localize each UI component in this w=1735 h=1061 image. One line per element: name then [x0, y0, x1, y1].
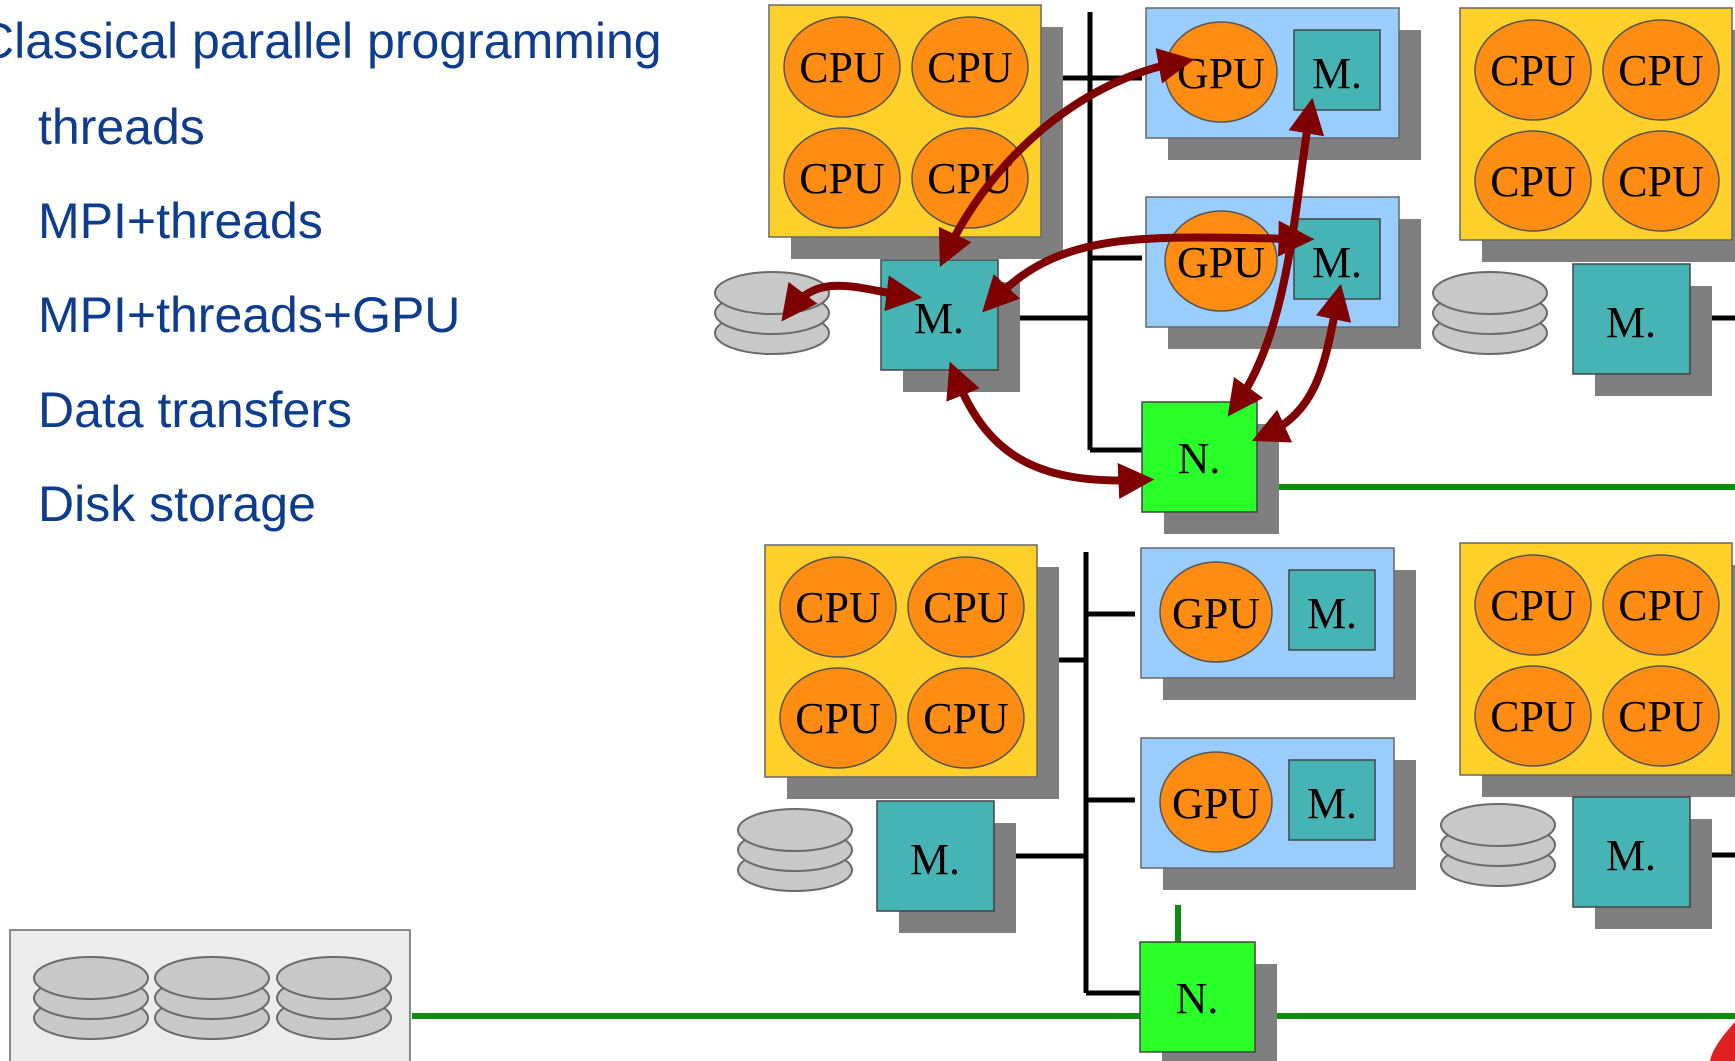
gpu-memory	[1293, 29, 1381, 111]
cpu-board-top-right: CPU CPU CPU CPU	[1459, 7, 1735, 262]
disk-bottom-right	[1440, 803, 1556, 887]
cpu-label: CPU	[927, 154, 1013, 203]
cpu-core	[1602, 554, 1720, 656]
cpu-core	[1602, 130, 1720, 232]
cpu-core	[907, 556, 1025, 658]
cpu-label: CPU	[799, 154, 885, 203]
memory-box	[1572, 796, 1691, 908]
cpu-label: CPU	[1618, 46, 1704, 95]
disk-top-left	[714, 271, 830, 355]
transfer-arrow-memory-network	[946, 361, 1155, 499]
cpu-core	[783, 127, 901, 229]
bullet-mpi-threads: MPI+threads	[38, 193, 323, 249]
gpu-label: GPU	[1177, 49, 1265, 98]
storage-disk-3	[276, 956, 392, 1040]
transfer-arrow-gpu2-network	[1251, 283, 1352, 443]
gpu-chip	[1159, 751, 1273, 853]
cpu-board-top-left: CPU CPU CPU CPU	[768, 4, 1063, 259]
gpu-memory	[1288, 759, 1376, 841]
memory-bottom-right: M.	[1572, 796, 1712, 929]
memory-label: M.	[1606, 298, 1656, 347]
cpu-core	[779, 556, 897, 658]
cpu-core	[1474, 130, 1592, 232]
disk-bottom-left	[737, 808, 853, 892]
disk-platter	[1440, 803, 1556, 847]
storage-disk-1	[33, 956, 149, 1040]
cpu-core	[1474, 554, 1592, 656]
gpu-memory-label: M.	[1312, 49, 1362, 98]
disk-platter	[33, 956, 149, 1000]
gpu-memory-label: M.	[1312, 238, 1362, 287]
disk-platter	[1432, 271, 1548, 315]
memory-box	[876, 800, 995, 912]
cpu-label: CPU	[923, 583, 1009, 632]
memory-top-left: M.	[880, 259, 1020, 392]
memory-label: M.	[910, 835, 960, 884]
gpu-board-bottom-2: GPU M.	[1140, 737, 1416, 890]
cpu-core	[783, 16, 901, 118]
disk-platter	[276, 956, 392, 1000]
cpu-label: CPU	[1618, 157, 1704, 206]
network-top: N.	[1141, 401, 1279, 534]
cpu-core	[1474, 665, 1592, 767]
cpu-label: CPU	[927, 43, 1013, 92]
cpu-core	[1602, 665, 1720, 767]
network-label: N.	[1176, 974, 1219, 1023]
cpu-board-bottom-left: CPU CPU CPU CPU	[764, 544, 1059, 799]
cpu-label: CPU	[795, 694, 881, 743]
gpu-memory	[1288, 569, 1376, 651]
disk-top-right	[1432, 271, 1548, 355]
cpu-core	[1602, 19, 1720, 121]
slide-title: Classical parallel programming	[0, 13, 662, 69]
disk-platter	[154, 956, 270, 1000]
cpu-board-bottom-right: CPU CPU CPU CPU	[1459, 542, 1735, 797]
gpu-board-top-1: GPU M.	[1145, 7, 1421, 160]
transfer-arrow-disk-memory	[781, 275, 923, 322]
cpu-label: CPU	[923, 694, 1009, 743]
memory-label: M.	[1606, 831, 1656, 880]
gpu-label: GPU	[1172, 779, 1260, 828]
bullet-data-transfers: Data transfers	[38, 382, 353, 438]
cpu-label: CPU	[1490, 581, 1576, 630]
cpu-label: CPU	[1618, 581, 1704, 630]
memory-box	[1572, 263, 1691, 375]
gpu-chip	[1159, 561, 1273, 663]
cpu-label: CPU	[1618, 692, 1704, 741]
disk-platter	[737, 808, 853, 852]
cpu-label: CPU	[799, 43, 885, 92]
memory-bottom-left: M.	[876, 800, 1016, 933]
gpu-memory-label: M.	[1307, 779, 1357, 828]
network-box	[1139, 941, 1256, 1053]
cpu-label: CPU	[1490, 46, 1576, 95]
cpu-core	[1474, 19, 1592, 121]
bullet-mpi-threads-gpu: MPI+threads+GPU	[38, 287, 461, 343]
cpu-label: CPU	[1490, 692, 1576, 741]
corner-logo-shape	[1710, 1022, 1735, 1061]
cpu-core	[779, 667, 897, 769]
cpu-label: CPU	[795, 583, 881, 632]
storage-disk-2	[154, 956, 270, 1040]
network-bottom: N.	[1139, 941, 1277, 1061]
transfer-arrow-memory-cpu	[938, 48, 1195, 268]
gpu-label: GPU	[1172, 589, 1260, 638]
bullet-disk-storage: Disk storage	[38, 476, 316, 532]
memory-label: M.	[914, 294, 964, 343]
network-label: N.	[1178, 434, 1221, 483]
bullet-threads: threads	[38, 99, 205, 155]
cpu-label: CPU	[1490, 157, 1576, 206]
memory-top-right: M.	[1572, 263, 1712, 396]
gpu-label: GPU	[1177, 238, 1265, 287]
gpu-board-bottom-1: GPU M.	[1140, 547, 1416, 700]
cpu-core	[907, 667, 1025, 769]
gpu-memory-label: M.	[1307, 589, 1357, 638]
